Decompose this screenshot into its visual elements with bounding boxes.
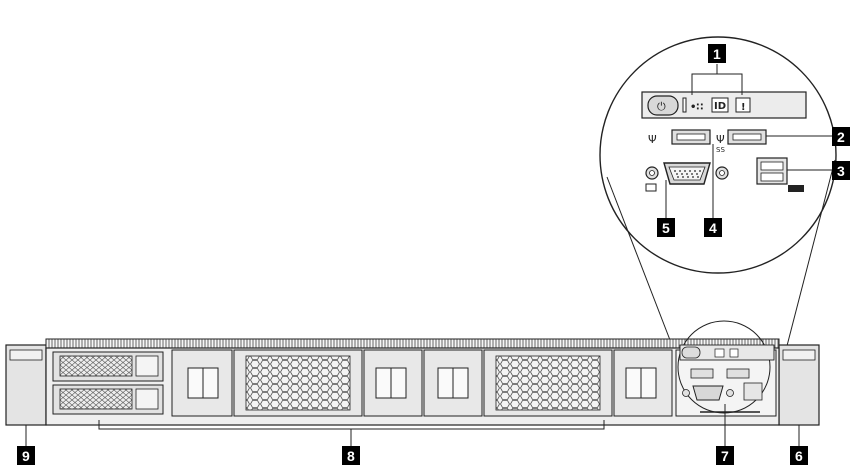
callout-1: 1	[708, 44, 726, 63]
svg-text:5: 5	[662, 220, 670, 236]
svg-text:8: 8	[347, 448, 355, 464]
power-button	[647, 95, 679, 116]
callout-7: 7	[716, 446, 734, 465]
vga-icon	[645, 183, 657, 192]
svg-text:6: 6	[795, 448, 803, 464]
callout-2: 2	[832, 127, 850, 146]
server-chassis	[5, 320, 820, 426]
callout-9: 9	[17, 446, 35, 465]
magnified-io-panel: ⏻ •∷ ID ! Ψ Ψ SS	[599, 36, 837, 401]
alert-icon: !	[741, 102, 746, 113]
callout-5: 5	[657, 218, 675, 237]
svg-text:7: 7	[721, 448, 729, 464]
alert-icon-box	[735, 97, 751, 113]
svg-text:4: 4	[709, 220, 717, 236]
callout-6: 6	[790, 446, 808, 465]
callout-4: 4	[704, 218, 722, 237]
svg-text:2: 2	[837, 129, 845, 145]
power-led	[682, 97, 687, 113]
callout-8: 8	[342, 446, 360, 465]
svg-text:3: 3	[837, 163, 845, 179]
management-icon	[788, 185, 804, 192]
id-icon-box	[711, 97, 729, 113]
usb-icon-left: Ψ	[648, 133, 657, 146]
callout-3: 3	[832, 161, 850, 180]
id-icon: ID	[714, 101, 726, 112]
usb-ss-label: SS	[716, 146, 725, 154]
network-icon: •∷	[690, 102, 703, 113]
usb-icon-right: Ψ	[716, 133, 725, 146]
zoom-circle	[677, 320, 771, 414]
svg-text:9: 9	[22, 448, 30, 464]
power-icon: ⏻	[657, 100, 666, 113]
svg-text:1: 1	[713, 46, 721, 62]
